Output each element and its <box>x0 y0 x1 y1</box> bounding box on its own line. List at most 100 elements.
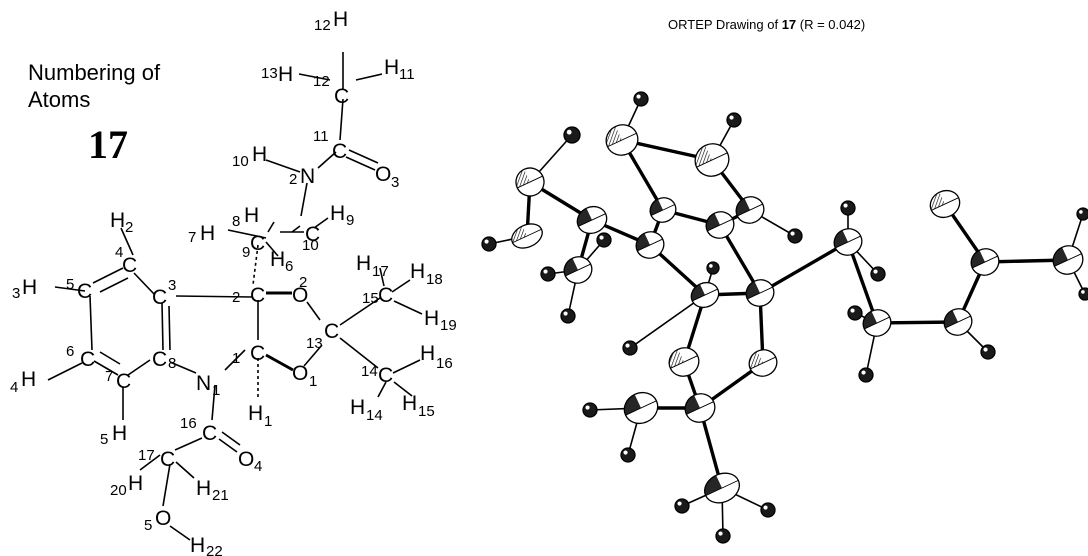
ortep-atom-a22 <box>622 340 638 356</box>
atom-O3: O <box>375 163 391 186</box>
ortep-atom-a18 <box>705 211 735 239</box>
ortep-atom-a43 <box>1052 245 1084 275</box>
atom-number-14b: 14 <box>366 407 383 424</box>
ortep-bond-35 <box>758 240 850 295</box>
atom-C13: C <box>324 320 339 343</box>
ortep-bonds <box>488 98 1086 537</box>
atom-H4: H <box>21 368 36 391</box>
ortep-atom-a6 <box>563 256 593 284</box>
ortep-atom-a21 <box>745 279 775 307</box>
ortep-atom-a44 <box>1076 207 1088 221</box>
ortep-atom-a1 <box>511 223 543 249</box>
atom-number-3: 3 <box>391 174 399 191</box>
atom-number-19: 19 <box>440 317 457 334</box>
ortep-atom-a24 <box>748 349 778 377</box>
ortep-atoms <box>481 91 1088 544</box>
ortep-atom-a11 <box>649 197 677 223</box>
atom-number-7b: 7 <box>105 368 113 385</box>
atom-number-16: 16 <box>436 355 453 372</box>
atom-labels: 12 H 13 H 12 C H 11 11 C O 3 10 H 2 N 8 … <box>10 8 457 556</box>
atom-number-12: 12 <box>314 17 331 34</box>
atom-H17: H <box>356 252 371 275</box>
ortep-atom-a32 <box>760 502 776 518</box>
atom-number-14: 14 <box>361 363 378 380</box>
atom-C1: C <box>250 342 265 365</box>
atom-number-11: 11 <box>399 66 415 83</box>
ortep-atom-a8 <box>540 266 556 282</box>
atom-number-8: 8 <box>232 213 240 230</box>
ortep-atom-a3 <box>515 167 545 197</box>
atom-C15: C <box>378 284 393 307</box>
ortep-atom-a45 <box>1078 287 1088 301</box>
atom-number-5b: 5 <box>100 431 108 448</box>
ortep-atom-a38 <box>858 367 874 383</box>
ortep-atom-a37 <box>847 305 863 321</box>
atom-number-2: 2 <box>289 171 297 188</box>
atom-H21: H <box>196 477 211 500</box>
ortep-atom-a10 <box>635 231 665 259</box>
ortep-atom-a42 <box>929 189 961 219</box>
atom-number-6b: 6 <box>66 343 74 360</box>
ortep-atom-a39 <box>943 308 973 336</box>
atom-number-4b: 4 <box>10 379 18 396</box>
atom-H20: H <box>128 472 143 495</box>
atom-H7: H <box>200 222 215 245</box>
atom-number-4: 4 <box>115 244 123 261</box>
atom-C3: C <box>152 286 167 309</box>
ortep-drawing: ORTEP Drawing of 17 (R = 0.042) <box>481 17 1088 544</box>
atom-O5: O <box>155 507 171 530</box>
atom-C4: C <box>122 254 137 277</box>
ortep-title: ORTEP Drawing of 17 (R = 0.042) <box>668 17 865 32</box>
ortep-atom-a15 <box>726 112 742 128</box>
bonds <box>47 52 423 541</box>
atom-O2: O <box>292 284 308 307</box>
atom-number-16b: 16 <box>180 415 197 432</box>
atom-number-17: 17 <box>372 263 389 280</box>
atom-number-12b: 12 <box>313 73 330 90</box>
atom-number-13: 13 <box>306 335 323 352</box>
atom-number-20: 20 <box>110 482 127 499</box>
atom-C14: C <box>378 364 393 387</box>
atom-number-1: 1 <box>212 382 220 399</box>
atom-H2: H <box>110 209 125 232</box>
atom-H22: H <box>190 534 205 556</box>
ortep-atom-a2 <box>481 236 497 252</box>
atom-H10: H <box>252 143 267 166</box>
ortep-atom-a28 <box>684 393 716 423</box>
atom-number-7: 7 <box>188 229 196 246</box>
ortep-atom-a4 <box>563 126 581 144</box>
ortep-atom-a17 <box>787 228 803 244</box>
ortep-bond-38 <box>846 240 879 325</box>
compound-number: 17 <box>88 122 128 167</box>
atom-H11: H <box>384 56 399 79</box>
ortep-atom-a16 <box>735 196 765 224</box>
atom-N2: N <box>300 165 315 188</box>
ortep-atom-a9 <box>596 232 612 248</box>
ortep-bond-24 <box>629 294 706 349</box>
ortep-atom-a23 <box>668 347 700 377</box>
atom-number-15: 15 <box>362 290 379 307</box>
heading-line2: Atoms <box>28 87 90 112</box>
atom-C16: C <box>202 422 217 445</box>
numbering-diagram: Numbering of Atoms 17 <box>10 8 457 556</box>
ortep-atom-a34 <box>840 200 856 216</box>
atom-H5: H <box>112 422 127 445</box>
atom-number-5: 5 <box>66 276 74 293</box>
atom-C9: C <box>250 232 265 255</box>
ortep-atom-a12 <box>605 124 639 156</box>
atom-C5: C <box>77 280 92 303</box>
ortep-atom-a29 <box>703 472 741 504</box>
atom-C6: C <box>80 348 95 371</box>
atom-number-22: 22 <box>206 543 223 556</box>
atom-C2: C <box>250 284 265 307</box>
atom-number-4c: 4 <box>254 458 262 475</box>
atom-C10: C <box>305 223 320 246</box>
atom-number-10b: 10 <box>302 237 319 254</box>
heading-line1: Numbering of <box>28 60 161 85</box>
ortep-atom-a20 <box>706 261 720 275</box>
atom-H13: H <box>278 63 293 86</box>
atom-H14: H <box>350 396 365 419</box>
atom-number-2b: 2 <box>125 219 133 236</box>
atom-number-1b: 1 <box>232 350 240 367</box>
atom-number-3c: 3 <box>168 277 176 294</box>
